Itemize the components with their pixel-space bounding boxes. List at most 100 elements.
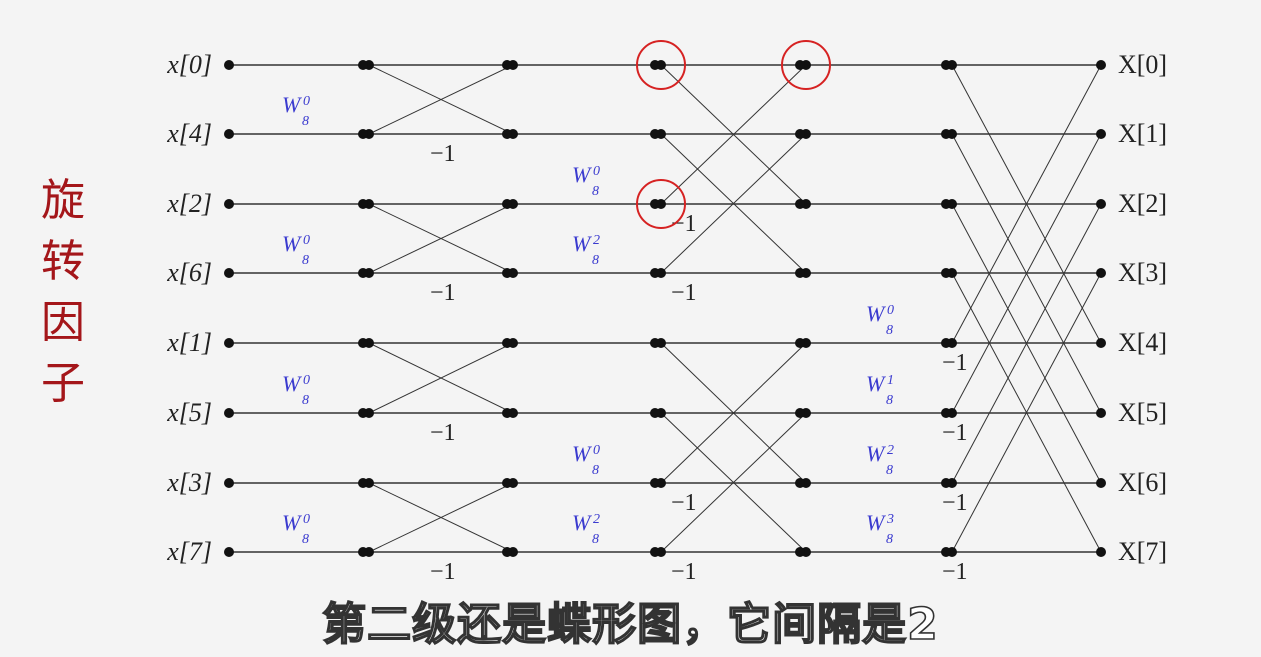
twiddle-subscript: 8 — [302, 393, 309, 408]
subtitle-caption: 第二级还是蝶形图，它间隔是2 — [321, 598, 939, 651]
node — [502, 408, 512, 418]
node — [224, 408, 234, 418]
node — [224, 547, 234, 557]
minus-one-label: −1 — [942, 420, 968, 446]
minus-one-label: −1 — [430, 559, 456, 585]
node — [795, 199, 805, 209]
minus-one-label: −1 — [671, 280, 697, 306]
butterfly-cross-line — [951, 64, 1102, 344]
input-label: x[2] — [166, 189, 212, 218]
node — [795, 268, 805, 278]
output-label: X[5] — [1118, 398, 1167, 427]
side-char: 因 — [41, 297, 85, 348]
node — [224, 478, 234, 488]
butterfly-cross-line — [951, 133, 1102, 414]
twiddle-subscript: 8 — [302, 114, 309, 129]
twiddle-exponent: 2 — [593, 512, 600, 527]
node — [1096, 60, 1106, 70]
node — [224, 199, 234, 209]
input-label: x[0] — [166, 50, 212, 79]
minus-one-label: −1 — [430, 280, 456, 306]
twiddle-factor: W — [572, 510, 592, 535]
minus-one-label: −1 — [671, 559, 697, 585]
twiddle-factor: W — [572, 441, 592, 466]
twiddle-exponent: 3 — [886, 512, 894, 527]
node — [795, 547, 805, 557]
node — [941, 60, 951, 70]
node — [650, 199, 660, 209]
twiddle-factor: W — [866, 510, 886, 535]
node — [358, 547, 368, 557]
node — [502, 547, 512, 557]
node — [224, 338, 234, 348]
node — [224, 268, 234, 278]
node — [650, 408, 660, 418]
input-label: x[1] — [166, 328, 212, 357]
butterfly-cross-line — [951, 272, 1102, 553]
side-char: 转 — [41, 236, 85, 287]
minus-one-label: −1 — [942, 559, 968, 585]
node — [1096, 268, 1106, 278]
butterfly-cross-line — [368, 203, 514, 274]
input-label: x[4] — [166, 119, 212, 148]
butterfly-cross-line — [368, 482, 514, 553]
node — [650, 338, 660, 348]
twiddle-factor: W — [282, 371, 302, 396]
node — [941, 338, 951, 348]
twiddle-subscript: 8 — [886, 393, 893, 408]
twiddle-exponent: 0 — [887, 303, 894, 318]
twiddle-exponent: 0 — [303, 512, 310, 527]
butterfly-cross-line — [951, 203, 1102, 484]
twiddle-exponent: 0 — [593, 164, 600, 179]
side-char: 旋 — [41, 175, 85, 226]
twiddle-exponent: 0 — [303, 233, 310, 248]
minus-one-label: −1 — [942, 350, 968, 376]
node — [941, 408, 951, 418]
twiddle-subscript: 8 — [886, 532, 893, 547]
twiddle-exponent: 0 — [303, 373, 310, 388]
input-label: x[3] — [166, 468, 212, 497]
node — [650, 60, 660, 70]
output-label: X[4] — [1118, 328, 1167, 357]
output-label: X[6] — [1118, 468, 1167, 497]
node — [795, 338, 805, 348]
node — [795, 129, 805, 139]
node — [795, 478, 805, 488]
node — [502, 338, 512, 348]
highlight-circle — [636, 40, 686, 90]
highlight-circle — [636, 179, 686, 229]
node — [1096, 129, 1106, 139]
twiddle-exponent: 0 — [303, 94, 310, 109]
twiddle-subscript: 8 — [302, 253, 309, 268]
node — [941, 478, 951, 488]
node — [1096, 478, 1106, 488]
node — [358, 60, 368, 70]
node — [224, 60, 234, 70]
node — [650, 547, 660, 557]
twiddle-factor: W — [282, 231, 302, 256]
node — [650, 129, 660, 139]
node — [795, 408, 805, 418]
node — [795, 60, 805, 70]
twiddle-factor: W — [282, 92, 302, 117]
node — [941, 199, 951, 209]
twiddle-factor: W — [572, 231, 592, 256]
node — [358, 338, 368, 348]
butterfly-cross-line — [368, 64, 514, 135]
twiddle-factor: W — [866, 301, 886, 326]
node — [502, 60, 512, 70]
node — [1096, 338, 1106, 348]
twiddle-subscript: 8 — [592, 184, 599, 199]
twiddle-subscript: 8 — [886, 463, 893, 478]
node — [358, 268, 368, 278]
minus-one-label: −1 — [671, 490, 697, 516]
node — [1096, 547, 1106, 557]
twiddle-factor-label: 旋 转 因 子 — [38, 170, 88, 414]
node — [358, 478, 368, 488]
node — [650, 268, 660, 278]
twiddle-subscript: 8 — [592, 253, 599, 268]
input-label: x[7] — [166, 537, 212, 566]
node — [941, 268, 951, 278]
